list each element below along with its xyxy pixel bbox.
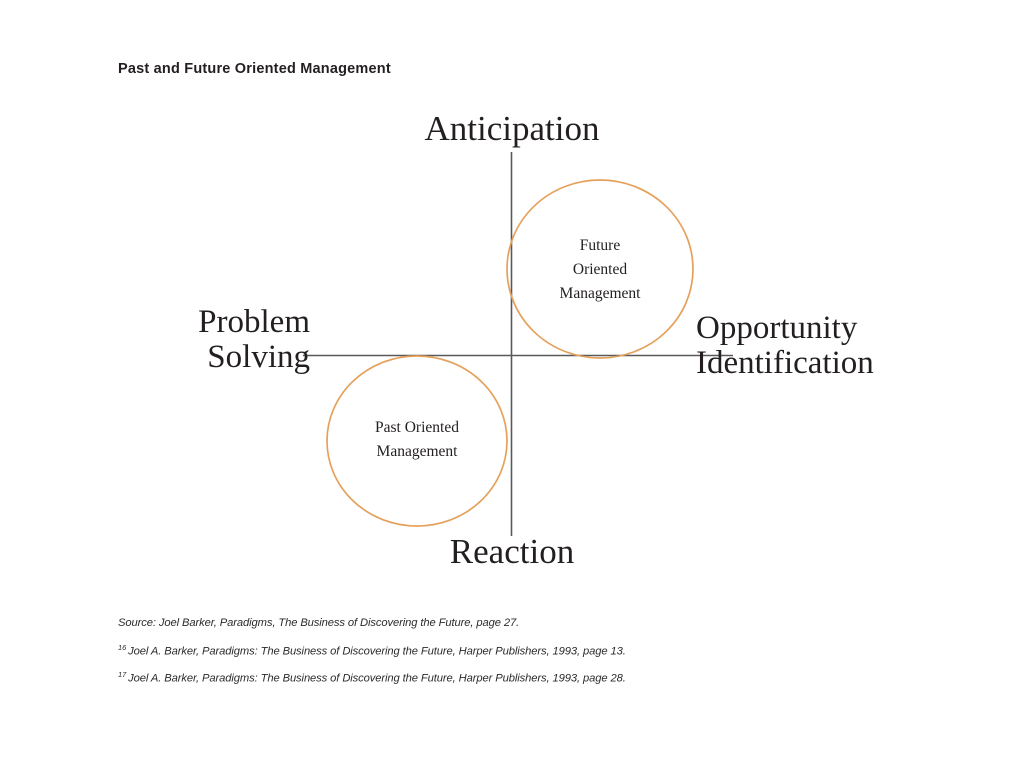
page-title: Past and Future Oriented Management	[118, 61, 391, 77]
footnote-text-17: Joel A. Barker, Paradigms: The Business …	[128, 672, 626, 685]
bubble-label-future-oriented-management: Future Oriented Management	[559, 236, 641, 303]
footnote-marker-17: 17	[118, 670, 127, 680]
footnote-marker-16: 16	[118, 643, 127, 652]
source-citation: Source: Joel Barker, Paradigms, The Busi…	[118, 617, 520, 629]
axis-label-opportunity-identification: Opportunity Identification	[696, 310, 874, 381]
bubble-label-past-oriented-management: Past Oriented Management	[375, 418, 459, 460]
axis-label-reaction: Reaction	[449, 532, 575, 571]
bubble-circle-past-oriented-management	[326, 355, 508, 527]
footnote-text-16: Joel A. Barker, Paradigms: The Business …	[128, 645, 626, 658]
axis-label-problem-solving: Problem Solving	[198, 304, 310, 375]
footnotes-block: Source: Joel Barker, Paradigms, The Busi…	[118, 617, 938, 697]
bubble-circle-future-oriented-management	[506, 179, 694, 359]
axis-label-anticipation: Anticipation	[424, 109, 600, 148]
